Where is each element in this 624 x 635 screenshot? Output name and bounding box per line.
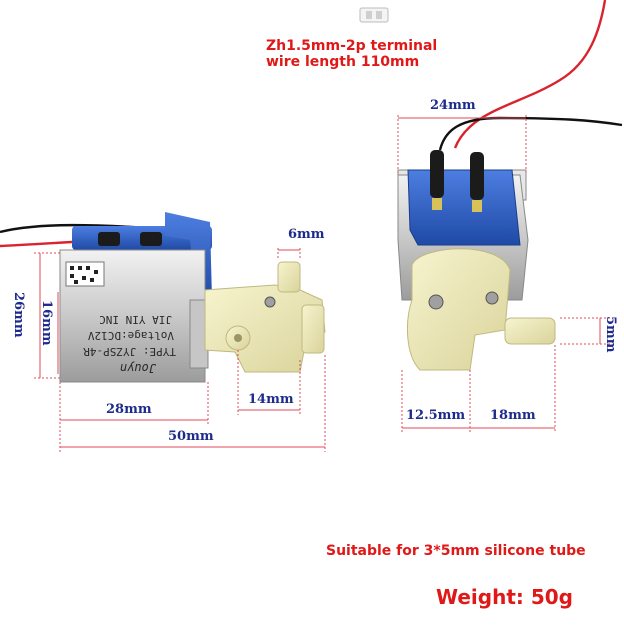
dim-nozzle-top: 6mm: [288, 227, 325, 242]
dim-right-span: 18mm: [490, 408, 536, 423]
weight-caption: Weight: 50g: [436, 585, 573, 609]
label-maker: JIA YIN INC: [99, 313, 172, 326]
left-valve: [59, 212, 326, 383]
label-type: TYPE: JYZSP-4R: [83, 345, 176, 358]
right-valve: [397, 150, 556, 371]
dim-nozzle-side: 5mm: [603, 316, 618, 353]
label-brand: Jouyn: [120, 361, 157, 375]
right-valve-wires: [438, 0, 623, 151]
dim-body-length: 28mm: [106, 402, 152, 417]
terminal-spec: Zh1.5mm-2p terminal: [266, 38, 438, 54]
terminal-caption: Zh1.5mm-2p terminal wire length 110mm: [266, 38, 437, 70]
valve-label: Jouyn TYPE: JYZSP-4R Voltage:DC12V JIA Y…: [83, 313, 176, 375]
wire-length-spec: wire length 110mm: [266, 54, 420, 71]
dim-left-span: 12.5mm: [406, 408, 466, 423]
dim-total-length: 50mm: [168, 429, 214, 444]
tube-caption: Suitable for 3*5mm silicone tube: [326, 543, 586, 559]
dim-width: 24mm: [430, 98, 476, 113]
dim-height-outer: 26mm: [11, 292, 26, 338]
terminal-connector: [359, 7, 389, 23]
label-voltage: Voltage:DC12V: [88, 329, 174, 342]
dim-outlet: 14mm: [248, 392, 294, 407]
dimension-lines: [34, 115, 610, 452]
dim-height-inner: 16mm: [39, 300, 54, 346]
